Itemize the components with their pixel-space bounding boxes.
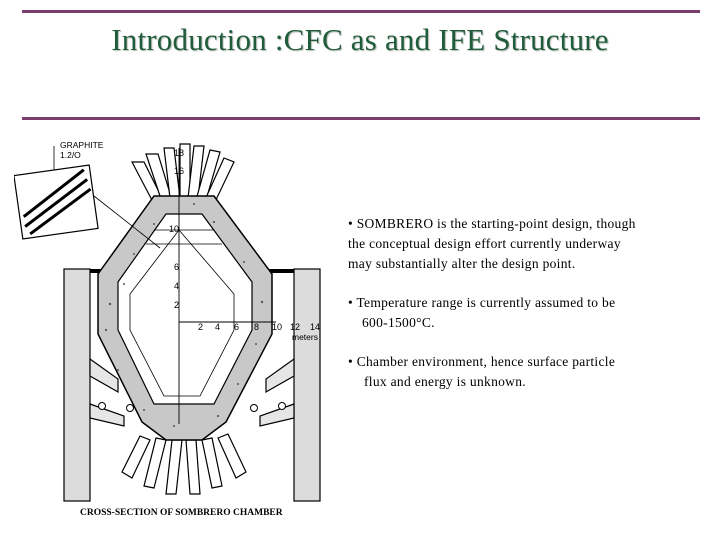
scale-bottom-8: 8 [254, 322, 259, 332]
scale-bottom-4: 4 [215, 322, 220, 332]
scale-left-10: 10 [169, 224, 179, 234]
chamber-blanket [97, 195, 273, 441]
scale-left-4: 4 [174, 281, 179, 291]
material-label: 1.2/O [60, 150, 81, 160]
bottom-beam-tubes [121, 433, 247, 495]
top-beam-tubes [131, 143, 235, 205]
scale-unit: meters [292, 332, 318, 342]
right-outer-wall [254, 268, 321, 502]
internal-frame [129, 229, 235, 397]
axes [178, 148, 276, 424]
bottom-divider [22, 117, 700, 120]
bullet-item: • SOMBRERO is the starting-point design,… [348, 216, 636, 271]
horizontal-scale: 2 4 6 8 10 12 14 meters [198, 322, 320, 342]
vertical-scale: 18 16 10 6 4 2 [169, 148, 184, 310]
scale-left-16: 16 [174, 166, 184, 176]
graphite-inset: GRAPHITE 1.2/O [14, 140, 161, 249]
bullet-item: • Chamber environment, hence surface par… [348, 354, 616, 389]
graphite-label: GRAPHITE [60, 140, 104, 150]
bullet-list: • SOMBRERO is the starting-point design,… [348, 214, 710, 411]
scale-bottom-6: 6 [234, 322, 239, 332]
top-divider [22, 10, 700, 13]
scale-left-18: 18 [174, 148, 184, 158]
bullet-item: • Temperature range is currently assumed… [348, 295, 616, 330]
side-supports [89, 357, 295, 427]
scale-left-6: 6 [174, 262, 179, 272]
scale-bottom-10: 10 [272, 322, 282, 332]
sombrero-chamber-diagram: 18 16 10 6 4 2 2 4 6 8 10 12 14 meters G… [14, 140, 321, 502]
slide-title: Introduction :CFC as and IFE Structure [111, 22, 609, 57]
scale-left-2: 2 [174, 300, 179, 310]
scale-bottom-12: 12 [290, 322, 300, 332]
scale-bottom-2: 2 [198, 322, 203, 332]
figure-caption: CROSS-SECTION OF SOMBRERO CHAMBER [80, 508, 283, 518]
scale-bottom-14: 14 [310, 322, 320, 332]
